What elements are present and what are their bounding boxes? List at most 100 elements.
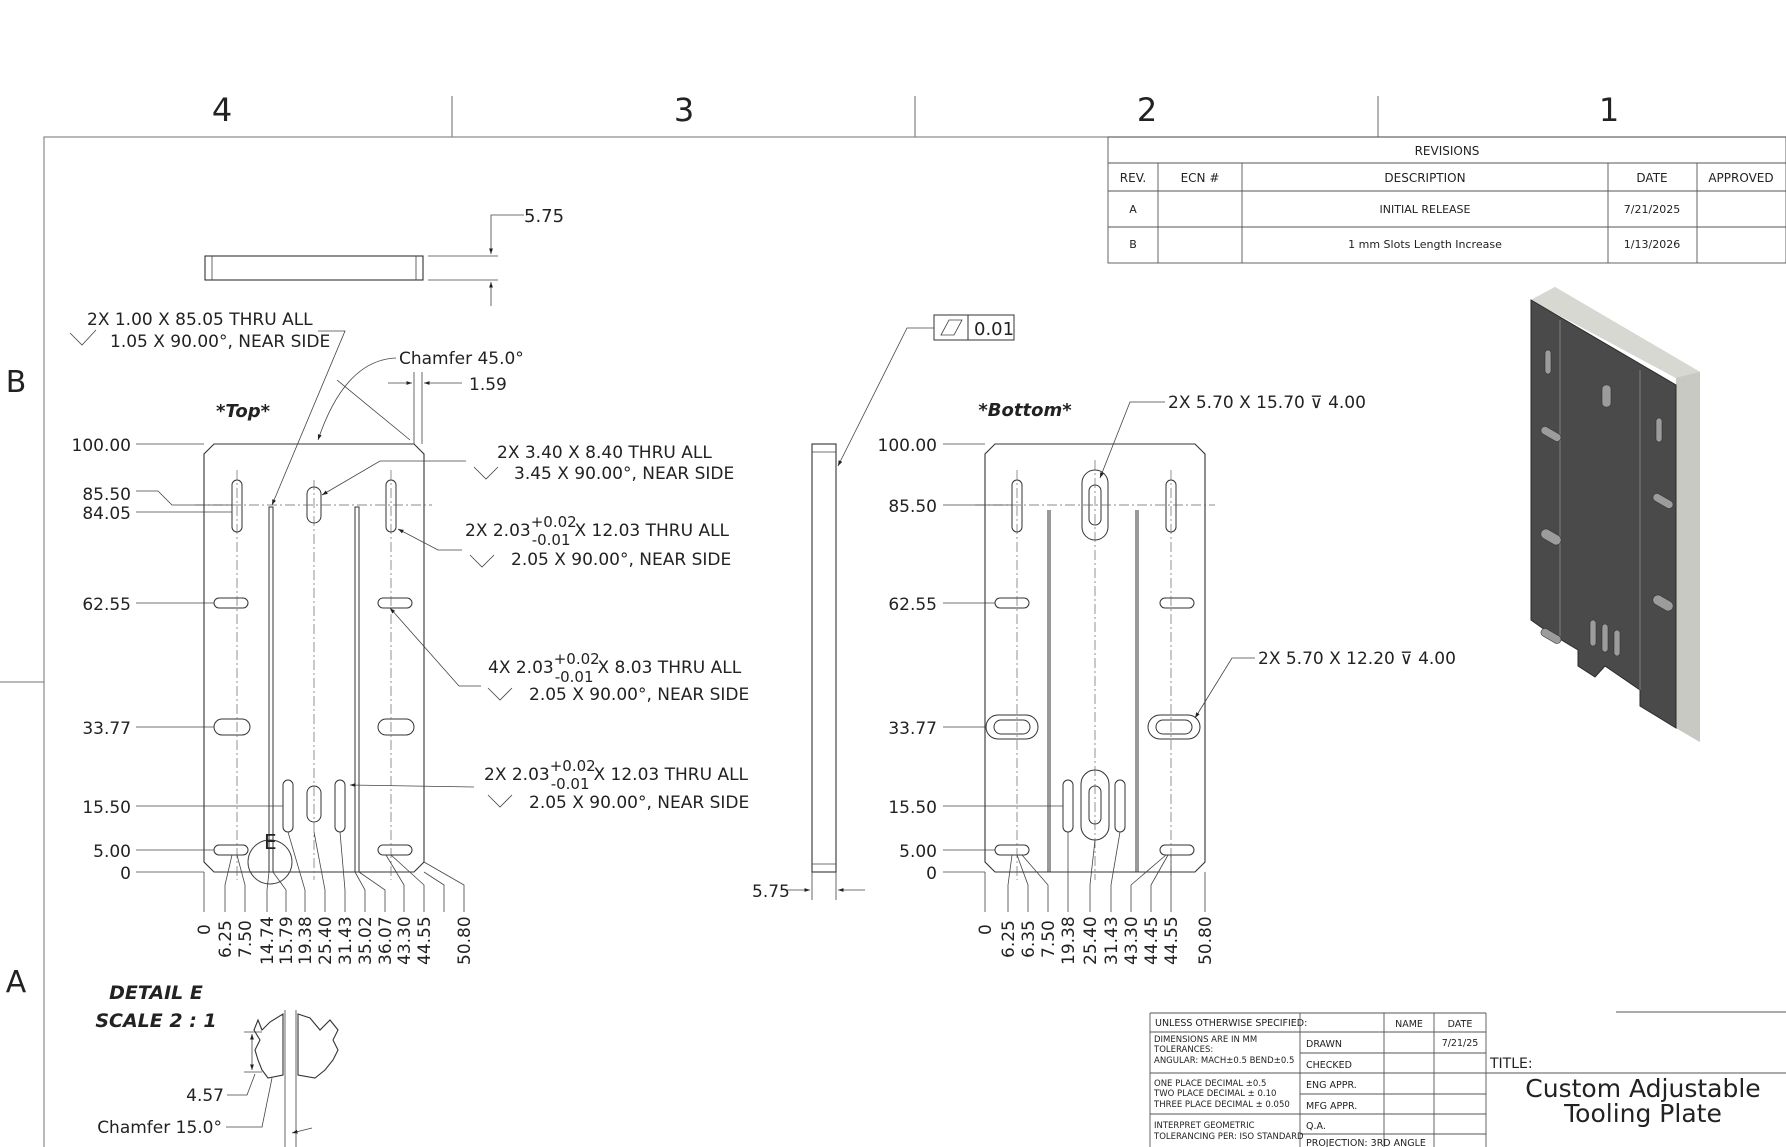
note-slot-1mm-line1: 2X 1.00 X 85.05 THRU ALL xyxy=(87,310,313,330)
rev-row-b-description: 1 mm Slots Length Increase xyxy=(1348,238,1502,251)
bdim-x-50-80: 50.80 xyxy=(1196,916,1216,965)
tb-drawn: DRAWN xyxy=(1306,1039,1342,1050)
tb-title-line1: Custom Adjustable xyxy=(1525,1074,1760,1103)
tb-projection: PROJECTION: 3RD ANGLE xyxy=(1306,1138,1426,1147)
dim-x-7-50: 7.50 xyxy=(236,920,256,958)
dim-y-33-77: 33.77 xyxy=(82,719,131,739)
bdim-x-43-30: 43.30 xyxy=(1122,916,1142,965)
rev-row-a-description: INITIAL RELEASE xyxy=(1380,203,1471,216)
rev-header-date: DATE xyxy=(1636,171,1667,185)
edge-thickness-dim: 5.75 xyxy=(524,206,564,227)
note-pocket-12-20: 2X 5.70 X 12.20 ⊽ 4.00 xyxy=(1258,649,1456,669)
note-slot-2-03-c-line2: 2.05 X 90.00°, NEAR SIDE xyxy=(529,793,749,813)
tb-eng-appr: ENG APPR. xyxy=(1306,1080,1357,1091)
tb-mfg-appr: MFG APPR. xyxy=(1306,1101,1357,1112)
top-x-dims xyxy=(203,831,465,912)
tb-drawn-date: 7/21/25 xyxy=(1442,1038,1479,1049)
dim-y-0: 0 xyxy=(120,864,131,884)
bdim-x-31-43: 31.43 xyxy=(1102,916,1122,965)
rev-header-description: DESCRIPTION xyxy=(1384,171,1465,185)
dim-x-14-74: 14.74 xyxy=(258,916,278,965)
dim-x-19-38: 19.38 xyxy=(296,916,316,965)
note-slot-2-03-b-line2: 2.05 X 90.00°, NEAR SIDE xyxy=(529,685,749,705)
revisions-table: REVISIONS REV. ECN # DESCRIPTION DATE AP… xyxy=(1107,136,1786,264)
detail-e: DETAIL E SCALE 2 : 1 4.57 Chamfer 15.0° xyxy=(95,982,339,1147)
side-view: 0.01 5.75 xyxy=(752,314,1015,902)
flatness-value: 0.01 xyxy=(974,319,1014,340)
isometric-view xyxy=(1530,287,1700,742)
zone-col-1: 1 xyxy=(1599,91,1619,129)
tb-tol-one: ONE PLACE DECIMAL ±0.5 xyxy=(1154,1079,1266,1089)
bdim-x-7-50: 7.50 xyxy=(1039,920,1059,958)
note-chamfer-length: 1.59 xyxy=(469,375,507,395)
bdim-y-0: 0 xyxy=(926,864,937,884)
sheet-border xyxy=(43,136,1786,1147)
note-slot-1mm-line2: 1.05 X 90.00°, NEAR SIDE xyxy=(110,332,330,352)
detail-e-tag: E xyxy=(264,830,277,854)
bdim-y-100: 100.00 xyxy=(878,436,937,456)
zone-col-3: 3 xyxy=(674,91,694,129)
dim-y-62-55: 62.55 xyxy=(82,595,131,615)
top-plate-outline xyxy=(203,443,425,873)
dim-x-50-80: 50.80 xyxy=(455,916,475,965)
detail-title: DETAIL E xyxy=(109,982,203,1004)
tb-dims-line3: ANGULAR: MACH±0.5 BEND±0.5 xyxy=(1154,1056,1294,1066)
bottom-view: *Bottom* 100.00 85.50 62.55 33.77 15.50 … xyxy=(878,393,1456,965)
top-y-dims: 100.00 85.50 84.05 62.55 33.77 15.50 5.0… xyxy=(72,436,283,884)
dim-x-15-79: 15.79 xyxy=(277,916,297,965)
tb-title-label: TITLE: xyxy=(1489,1056,1533,1072)
rev-header-ecn: ECN # xyxy=(1181,171,1220,185)
rev-row-b-rev: B xyxy=(1129,238,1137,251)
bdim-x-25-40: 25.40 xyxy=(1081,916,1101,965)
bdim-y-33-77: 33.77 xyxy=(888,719,937,739)
dim-x-36-07: 36.07 xyxy=(376,916,396,965)
note-chamfer-45: Chamfer 45.0° xyxy=(399,349,524,369)
tb-title-line2: Tooling Plate xyxy=(1563,1099,1722,1128)
top-x-dim-labels: 0 6.25 7.50 14.74 15.79 19.38 25.40 31.4… xyxy=(195,916,475,965)
bdim-x-44-55: 44.55 xyxy=(1162,916,1182,965)
bdim-x-6-35: 6.35 xyxy=(1019,920,1039,958)
bdim-y-85-50: 85.50 xyxy=(888,497,937,517)
dim-y-5: 5.00 xyxy=(93,842,131,862)
tb-unless: UNLESS OTHERWISE SPECIFIED: xyxy=(1155,1018,1307,1029)
bottom-y-dims: 100.00 85.50 62.55 33.77 15.50 5.00 0 xyxy=(878,436,1063,884)
dim-x-44-55: 44.55 xyxy=(415,916,435,965)
dim-y-100: 100.00 xyxy=(72,436,131,456)
detail-chamfer-15: Chamfer 15.0° xyxy=(97,1118,222,1138)
bottom-view-label: *Bottom* xyxy=(978,400,1072,421)
bottom-x-dim-labels: 0 6.25 6.35 7.50 19.38 25.40 31.43 43.30… xyxy=(976,916,1216,965)
bdim-x-19-38: 19.38 xyxy=(1059,916,1079,965)
dim-x-25-40: 25.40 xyxy=(316,916,336,965)
detail-dim-4-57: 4.57 xyxy=(186,1086,224,1106)
rev-row-a-date: 7/21/2025 xyxy=(1624,203,1680,216)
dim-x-31-43: 31.43 xyxy=(336,916,356,965)
dim-y-15-50: 15.50 xyxy=(82,798,131,818)
tb-qa: Q.A. xyxy=(1306,1121,1326,1132)
note-slot-3-40-line2: 3.45 X 90.00°, NEAR SIDE xyxy=(514,464,734,484)
zone-row-A: A xyxy=(6,965,27,1000)
zone-col-4: 4 xyxy=(212,91,232,129)
bdim-x-6-25: 6.25 xyxy=(999,920,1019,958)
bdim-x-0: 0 xyxy=(976,924,996,935)
tb-tol-two: TWO PLACE DECIMAL ± 0.10 xyxy=(1153,1089,1276,1099)
bdim-y-5: 5.00 xyxy=(899,842,937,862)
note-pocket-15-70: 2X 5.70 X 15.70 ⊽ 4.00 xyxy=(1168,393,1366,413)
bdim-y-15-50: 15.50 xyxy=(888,798,937,818)
tb-dims-line1: DIMENSIONS ARE IN MM xyxy=(1154,1035,1257,1045)
title-block: UNLESS OTHERWISE SPECIFIED: NAME DATE DI… xyxy=(1149,1011,1786,1147)
rev-row-a-rev: A xyxy=(1129,203,1137,216)
rev-header-rev: REV. xyxy=(1120,171,1146,185)
dim-y-85-50: 85.50 xyxy=(82,485,131,505)
tb-name-header: NAME xyxy=(1395,1019,1423,1030)
tb-interp-line1: INTERPRET GEOMETRIC xyxy=(1154,1121,1255,1131)
rev-header-approved: APPROVED xyxy=(1708,171,1773,185)
dim-x-35-02: 35.02 xyxy=(356,916,376,965)
zone-row-B: B xyxy=(6,365,27,400)
note-slot-2-03-a-line2: 2.05 X 90.00°, NEAR SIDE xyxy=(511,550,731,570)
top-view-label: *Top* xyxy=(216,401,271,422)
revisions-title: REVISIONS xyxy=(1415,144,1480,158)
bdim-y-62-55: 62.55 xyxy=(888,595,937,615)
note-slot-3-40-line1: 2X 3.40 X 8.40 THRU ALL xyxy=(497,443,712,463)
